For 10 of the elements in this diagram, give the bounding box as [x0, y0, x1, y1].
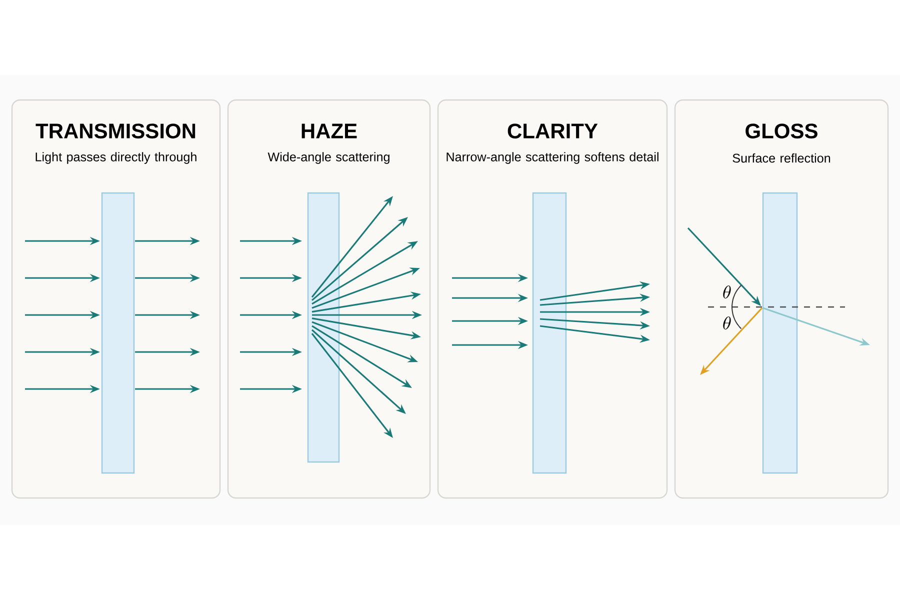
panel-title: CLARITY: [508, 124, 598, 138]
angle-label: $\theta$: [723, 316, 731, 330]
panel-subtitle: Light passes directly through: [36, 152, 196, 164]
panel-title: TRANSMISSION: [36, 124, 196, 138]
panel-subtitle: Wide-angle scattering: [268, 152, 390, 164]
panel-title: HAZE: [302, 124, 357, 138]
panel-title: GLOSS: [746, 124, 818, 138]
panel-subtitle: Narrow-angle scattering softens detail: [446, 152, 658, 164]
panel-subtitle: Surface reflection: [732, 153, 830, 163]
angle-label: $\theta$: [723, 286, 731, 298]
